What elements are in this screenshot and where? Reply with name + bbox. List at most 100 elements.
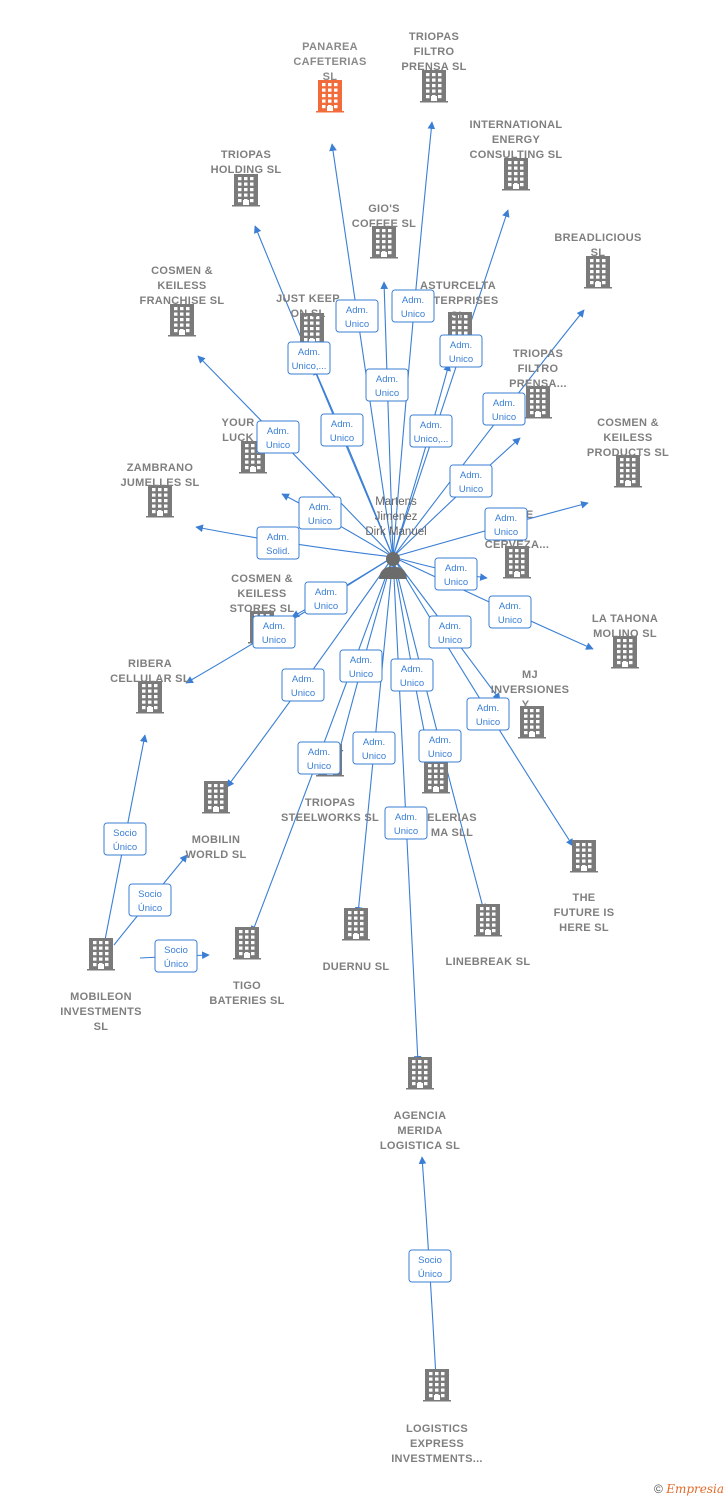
company-label: ON SL <box>290 308 325 320</box>
person-label: Dirk Manuel <box>365 526 426 538</box>
relation-label[interactable]: Adm.Unico <box>391 289 435 323</box>
company-node-mj-inversiones[interactable]: MJINVERSIONESY... <box>491 669 570 739</box>
relation-label-text: Socio <box>418 1255 442 1266</box>
company-label: INVERSIONES <box>491 684 570 696</box>
relation-label[interactable]: Adm.Unico <box>281 668 325 702</box>
relation-label-text: Adm. <box>401 664 423 675</box>
company-node-triopas-filtro-2[interactable]: TRIOPASFILTROPRENSA... <box>509 348 567 419</box>
building-icon <box>570 840 598 873</box>
relation-label[interactable]: Adm.Unico,... <box>409 414 453 448</box>
relation-label[interactable]: Adm.Solid. <box>256 526 300 560</box>
relation-label[interactable]: Adm.Unico <box>352 731 396 765</box>
building-icon <box>87 938 115 971</box>
company-label: ENTERPRISES <box>418 295 499 307</box>
relation-label[interactable]: Adm.Unico <box>428 615 472 649</box>
relation-label[interactable]: Adm.Unico <box>482 392 526 426</box>
relation-label[interactable]: Adm.Unico <box>484 507 528 541</box>
building-icon <box>168 304 196 337</box>
building-icon <box>202 781 230 814</box>
relation-label-text: Adm. <box>499 601 521 612</box>
company-label: ELERIAS <box>427 812 477 824</box>
company-label: CERVEZA... <box>485 539 550 551</box>
building-icon <box>502 158 530 191</box>
building-icon <box>422 761 450 794</box>
relation-label-text: Único <box>418 1269 442 1280</box>
copyright-icon: © <box>654 1482 663 1496</box>
company-node-linebreak[interactable]: LINEBREAK SL <box>446 904 531 968</box>
company-label: LINEBREAK SL <box>446 956 531 968</box>
company-node-logistics-express[interactable]: LOGISTICSEXPRESSINVESTMENTS... <box>391 1369 483 1465</box>
relation-label-text: Unico <box>498 615 522 626</box>
company-label: Y... <box>522 699 539 711</box>
building-icon <box>614 455 642 488</box>
relation-label[interactable]: Adm.Unico <box>256 420 300 454</box>
relation-label[interactable]: Adm.Unico <box>466 697 510 731</box>
relation-label[interactable]: Adm.Unico,... <box>287 341 331 375</box>
relation-label[interactable]: Adm. Unico <box>488 595 532 629</box>
relation-label-text: Adm. <box>376 374 398 385</box>
relation-label[interactable]: Adm.Unico <box>339 649 383 683</box>
relation-label[interactable]: Adm.Unico <box>298 496 342 530</box>
relation-label[interactable]: Adm.Unico <box>320 413 364 447</box>
relation-label[interactable]: Adm.Unico <box>449 464 493 498</box>
relation-label[interactable]: Adm.Unico <box>434 557 478 591</box>
relation-label[interactable]: Adm.Unico <box>304 581 348 615</box>
relation-label-text: Adm. <box>350 655 372 666</box>
company-label: FILTRO <box>518 363 559 375</box>
relation-label[interactable]: Adm.Unico <box>390 658 434 692</box>
relation-label-text: Adm. <box>477 703 499 714</box>
company-label: KEILESS <box>237 588 286 600</box>
footer-brand[interactable]: © Empresia <box>654 1482 724 1496</box>
building-icon <box>420 70 448 103</box>
building-icon <box>584 256 612 289</box>
company-label: TRIOPAS <box>409 31 459 43</box>
relation-label-text: Adm. <box>363 737 385 748</box>
relation-label[interactable]: Adm.Unico <box>418 729 462 763</box>
relation-label-text: Unico <box>308 516 332 527</box>
company-label: PANAREA <box>302 41 358 53</box>
relation-label-text: Socio <box>113 828 137 839</box>
company-label: CONSULTING SL <box>470 149 563 161</box>
relation-label-text: Adm. <box>292 674 314 685</box>
company-node-duernu[interactable]: DUERNU SL <box>323 908 390 973</box>
company-label: YOUR <box>222 417 255 429</box>
relation-label[interactable]: Adm.Unico <box>335 299 379 333</box>
company-label: FRANCHISE SL <box>140 295 225 307</box>
relation-label[interactable]: Adm.Unico <box>384 806 428 840</box>
company-label: MERIDA <box>397 1125 442 1137</box>
company-label: DUERNU SL <box>323 961 390 973</box>
building-icon <box>233 927 261 960</box>
company-label: MOBILIN <box>192 834 241 846</box>
company-label: BREADLICIOUS <box>554 232 641 244</box>
relation-label[interactable]: Adm.Unico <box>252 615 296 649</box>
brand-logo: Empresia <box>666 1482 724 1496</box>
relation-label[interactable]: Adm.Unico <box>365 368 409 402</box>
relation-label-text: Unico <box>394 826 418 837</box>
relation-label-text: Adm. <box>267 532 289 543</box>
relation-label[interactable]: Adm.Unico <box>297 741 341 775</box>
relation-label[interactable]: Adm.Unico <box>439 334 483 368</box>
